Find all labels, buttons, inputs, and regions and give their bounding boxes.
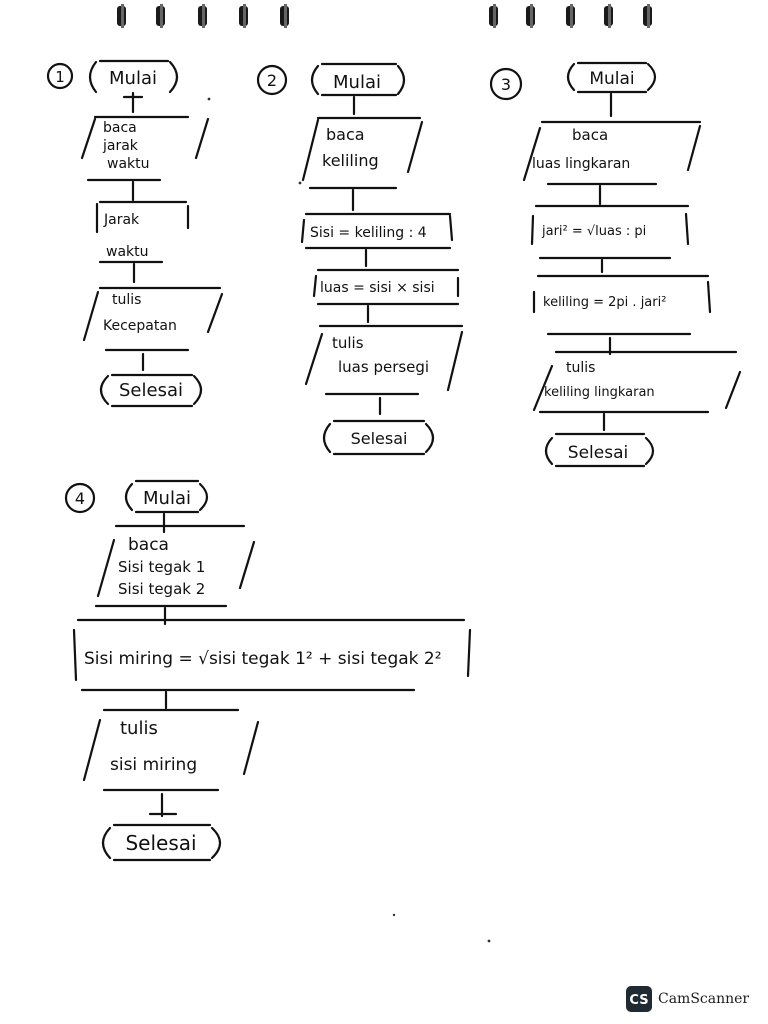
end-terminator: Selesai	[544, 432, 655, 468]
binding-ring	[643, 4, 652, 28]
io-line: tulis	[112, 292, 141, 308]
ink-dot	[392, 913, 396, 917]
flowchart-number: 4	[75, 489, 85, 508]
io-line: baca	[103, 120, 137, 136]
input-parallelogram: baca luas lingkaran	[522, 120, 702, 186]
process-rectangle: keliling = 2pi . jari²	[532, 274, 712, 336]
process-line: keliling = 2pi . jari²	[543, 295, 666, 310]
camscanner-watermark: CS CamScanner	[626, 986, 749, 1012]
io-line: baca	[326, 125, 365, 144]
start-terminator: Mulai	[566, 61, 657, 94]
flowchart-number: 1	[55, 68, 65, 86]
flowchart-3: 3 Mulai baca luas lingkaran jari² = √lua…	[489, 61, 742, 468]
io-line: tulis	[566, 360, 595, 376]
terminator-label: Selesai	[568, 443, 628, 463]
binding-ring	[198, 4, 207, 28]
flowchart-2: 2 Mulai baca keliling Sisi = keliling : …	[256, 62, 464, 456]
terminator-label: Selesai	[125, 831, 196, 855]
io-line: baca	[572, 126, 608, 144]
camscanner-brand: CamScanner	[658, 991, 750, 1007]
process-rectangle: jari² = √luas : pi	[530, 204, 690, 260]
io-line: Kecepatan	[103, 318, 177, 334]
end-terminator: Selesai	[99, 373, 203, 408]
process-rectangle: Sisi = keliling : 4	[300, 212, 454, 250]
number-circle	[489, 67, 523, 101]
process-rectangle: Jarak waktu	[95, 200, 190, 264]
connector-arrow	[122, 91, 144, 114]
ink-dot	[207, 97, 211, 101]
start-terminator: Mulai	[88, 59, 179, 94]
number-circle	[64, 482, 96, 514]
io-line: Sisi tegak 2	[118, 580, 205, 598]
logo-text: CS	[629, 993, 648, 1007]
io-line: keliling	[322, 151, 379, 170]
io-line: keliling lingkaran	[544, 385, 655, 400]
number-circle	[256, 64, 288, 96]
ink-dot	[298, 181, 302, 185]
start-terminator: Mulai	[124, 479, 209, 514]
flowchart-number: 2	[267, 71, 277, 90]
process-line: Jarak	[103, 212, 140, 228]
io-line: tulis	[332, 334, 364, 352]
output-parallelogram: tulis sisi miring	[82, 708, 260, 792]
io-line: luas lingkaran	[532, 156, 630, 172]
input-parallelogram: baca keliling	[301, 116, 424, 190]
flowchart-number: 3	[501, 75, 511, 94]
binding-ring	[489, 4, 498, 28]
terminator-label: Selesai	[119, 380, 183, 401]
terminator-label: Mulai	[589, 69, 634, 89]
io-line: sisi miring	[110, 755, 197, 775]
input-parallelogram: baca jarak waktu	[80, 115, 210, 182]
process-line: Sisi = keliling : 4	[310, 225, 427, 241]
output-parallelogram: tulis keliling lingkaran	[532, 350, 742, 414]
terminator-label: Mulai	[109, 68, 157, 89]
flowchart-1: 1 Mulai baca jarak waktu Jarak waktu tul…	[46, 59, 224, 408]
io-line: luas persegi	[338, 358, 429, 376]
end-terminator: Selesai	[322, 419, 435, 456]
io-line: tulis	[120, 718, 158, 739]
binding-ring	[280, 4, 289, 28]
binding-ring	[604, 4, 613, 28]
number-circle	[46, 62, 74, 90]
terminator-label: Selesai	[351, 429, 408, 448]
binding-ring	[239, 4, 248, 28]
camscanner-logo-mark: CS	[629, 993, 648, 1007]
terminator-label: Mulai	[333, 72, 381, 93]
process-line: jari² = √luas : pi	[541, 224, 646, 239]
io-line: Sisi tegak 1	[118, 558, 205, 576]
output-parallelogram: tulis luas persegi	[304, 324, 464, 396]
process-rectangle: Sisi miring = √sisi tegak 1² + sisi tega…	[72, 618, 472, 692]
end-terminator: Selesai	[101, 823, 222, 862]
binding-ring	[526, 4, 535, 28]
start-terminator: Mulai	[310, 62, 406, 97]
process-line: Sisi miring = √sisi tegak 1² + sisi tega…	[84, 649, 442, 669]
io-line: jarak	[102, 138, 139, 154]
process-line: waktu	[106, 244, 149, 260]
binding-ring	[566, 4, 575, 28]
connector-arrow	[148, 792, 178, 818]
binding-ring	[156, 4, 165, 28]
process-line: luas = sisi × sisi	[320, 280, 435, 296]
ink-dot	[487, 939, 491, 943]
binding-ring	[117, 4, 126, 28]
process-rectangle: luas = sisi × sisi	[312, 268, 460, 306]
camscanner-logo: CS	[626, 986, 652, 1012]
terminator-label: Mulai	[143, 488, 191, 509]
io-line: baca	[128, 535, 169, 555]
flowchart-4: 4 Mulai baca Sisi tegak 1 Sisi tegak 2 S…	[64, 479, 472, 862]
output-parallelogram: tulis Kecepatan	[82, 286, 224, 352]
input-parallelogram: baca Sisi tegak 1 Sisi tegak 2	[94, 524, 256, 608]
spiral-binding	[117, 4, 652, 28]
io-line: waktu	[107, 156, 150, 172]
